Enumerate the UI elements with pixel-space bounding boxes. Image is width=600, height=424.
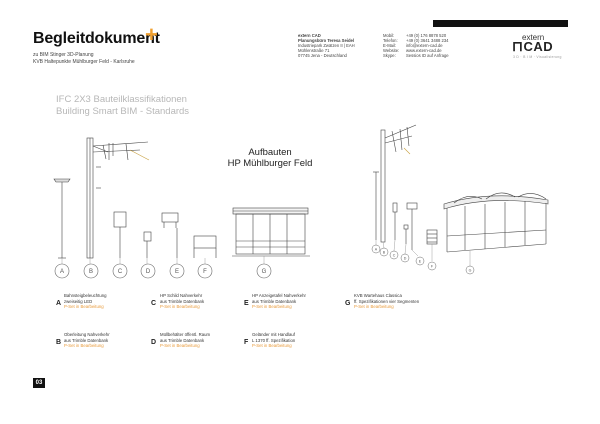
callout-circles-right: A B C D E F G	[371, 244, 475, 275]
legend-item-b: B Oberleitung Nahverkehr aus Trimble Dat…	[56, 331, 110, 349]
legend-line: aus Trimble Datenbank	[160, 298, 205, 304]
callout-label: E	[419, 260, 422, 264]
logo-subtitle: 3 D · B I M · Visualisierung	[513, 55, 562, 59]
center-title: Aufbauten HP Mühlburger Feld	[215, 147, 325, 169]
legend-line: Geländer mit Handlauf	[252, 332, 295, 337]
logo-extern: extern	[522, 33, 545, 42]
callout-label: G	[262, 269, 267, 275]
legend-line: KVB Wartehaus Classica	[354, 293, 402, 298]
callout-label: F	[431, 265, 434, 269]
page-number: 03	[33, 378, 45, 388]
legend-line: Bahnsteigbeleuchtung	[64, 293, 107, 298]
legend-letter: A	[56, 300, 62, 307]
legend-letter: F	[244, 339, 249, 346]
lamp-drawing-left	[53, 178, 71, 259]
center-title-line-2: HP Mühlburger Feld	[227, 157, 313, 169]
legend-status: P-Set in Bearbeitung	[64, 343, 104, 349]
callout-label: A	[60, 269, 64, 275]
legend-item-f: F Geländer mit Handlauf L 1370 ff. Spezi…	[244, 331, 295, 349]
isometric-platform-drawing	[373, 124, 549, 253]
logo-cad-text: CAD	[523, 39, 554, 54]
contact-website-link[interactable]: www.extern-cad.de	[406, 48, 442, 53]
heading-line-2: Building Smart BIM - Standards	[56, 106, 190, 117]
contact-value: +49 (0) 3641 3488 234	[406, 38, 449, 43]
callout-label: G	[469, 269, 472, 273]
legend-line: ff. Spezifikationen vier Segmenten	[354, 298, 420, 304]
legend-status: P-Set in Bearbeitung	[252, 304, 292, 310]
company-line: Mühlenstraße 71	[298, 48, 330, 53]
contact-value: +49 (0) 176 8878 520	[406, 33, 447, 38]
callout-label: C	[118, 269, 123, 275]
center-title-line-1: Aufbauten	[248, 147, 292, 158]
header-bar	[433, 20, 568, 27]
contact-label: Mobil:	[383, 33, 395, 38]
legend-line: L 1370 ff. Spezifikation	[252, 337, 296, 343]
callout-label: B	[89, 269, 93, 275]
company-line: 07745 Jena - Deutschland	[298, 53, 347, 58]
legend-line: Müllbehälter öffentl. Raum	[160, 332, 211, 337]
leader-lines-right	[375, 239, 471, 266]
callout-label: A	[375, 248, 378, 252]
contact-label: E-Mail:	[383, 43, 397, 48]
callout-label: D	[146, 269, 151, 275]
document-title: Begleitdokument	[33, 30, 160, 47]
contact-label: Website:	[383, 48, 400, 53]
railing-drawing-left	[193, 235, 217, 258]
callout-circles-left: A B C D E F G	[54, 263, 272, 279]
company-line: Planungsbüro Teresa Seidel	[298, 38, 355, 43]
logo-cad: ⊓CAD	[512, 38, 554, 54]
legend-line: zweiseitig LED	[64, 298, 93, 304]
legend-status: P-Set in Bearbeitung	[354, 304, 394, 310]
company-name: extern CAD	[298, 33, 321, 38]
contact-label: Skype:	[383, 53, 396, 58]
legend-status: P-Set in Bearbeitung	[160, 304, 200, 310]
legend-line: HP Schild Nahverkehr	[160, 293, 203, 298]
legend-item-c: C HP Schild Nahverkehr aus Trimble Daten…	[151, 292, 204, 310]
legend-item-e: E HP Anzeigetafel Nahverkehr aus Trimble…	[244, 292, 306, 310]
contact-values: +49 (0) 176 8878 520 +49 (0) 3641 3488 2…	[406, 33, 449, 58]
legend-item-a: A Bahnsteigbeleuchtung zweiseitig LED P-…	[56, 292, 107, 310]
legend-letter: D	[151, 339, 157, 346]
legend-letter: E	[244, 300, 249, 307]
legend-line: aus Trimble Datenbank	[252, 298, 297, 304]
waste-bin-drawing-left	[143, 231, 152, 258]
legend-status: P-Set in Bearbeitung	[64, 304, 104, 310]
subtitle-line-2: KVB Haltepunkte Mühlburger Feld - Karlsr…	[33, 59, 135, 65]
company-line: Industriepark Zwätzen II | EAH	[298, 43, 355, 48]
legend-letter: B	[56, 339, 62, 346]
catenary-mast-drawing-left	[86, 137, 150, 259]
callout-label: C	[393, 254, 396, 258]
legend-letter: C	[151, 300, 157, 307]
contact-email-link[interactable]: info@extern-cad.de	[406, 43, 443, 48]
legend-item-g: G KVB Wartehaus Classica ff. Spezifikati…	[345, 292, 419, 310]
legend-line: Oberleitung Nahverkehr	[64, 332, 110, 337]
subtitle-line-1: zu BIM Stinger 3D-Planung	[33, 52, 94, 58]
callout-label: E	[175, 269, 179, 275]
company-address: extern CAD Planungsbüro Teresa Seidel In…	[298, 33, 355, 58]
shelter-drawing-left	[232, 207, 310, 257]
legend-line: aus Trimble Datenbank	[160, 337, 205, 343]
callout-label: B	[383, 251, 386, 255]
callout-label: D	[404, 257, 407, 261]
legend-item-d: D Müllbehälter öffentl. Raum aus Trimble…	[151, 331, 210, 349]
callout-label: F	[203, 269, 207, 275]
display-board-drawing-left	[161, 212, 179, 258]
contact-value: Sessios ID auf Anfrage	[406, 53, 449, 58]
plus-icon: +	[145, 22, 158, 47]
heading-line-1: IFC 2X3 Bauteilklassifikationen	[56, 94, 187, 105]
legend-status: P-Set in Bearbeitung	[160, 343, 200, 349]
contact-labels: Mobil: Telefon: E-Mail: Website: Skype:	[383, 33, 399, 58]
legend-line: HP Anzeigetafel Nahverkehr	[252, 293, 306, 298]
legend-line: aus Trimble Datenbank	[64, 337, 109, 343]
leader-lines-left	[61, 256, 265, 264]
legend-letter: G	[345, 300, 351, 307]
legend-status: P-Set in Bearbeitung	[252, 343, 292, 349]
hp-sign-drawing-left	[113, 211, 127, 258]
contact-label: Telefon:	[383, 38, 398, 43]
